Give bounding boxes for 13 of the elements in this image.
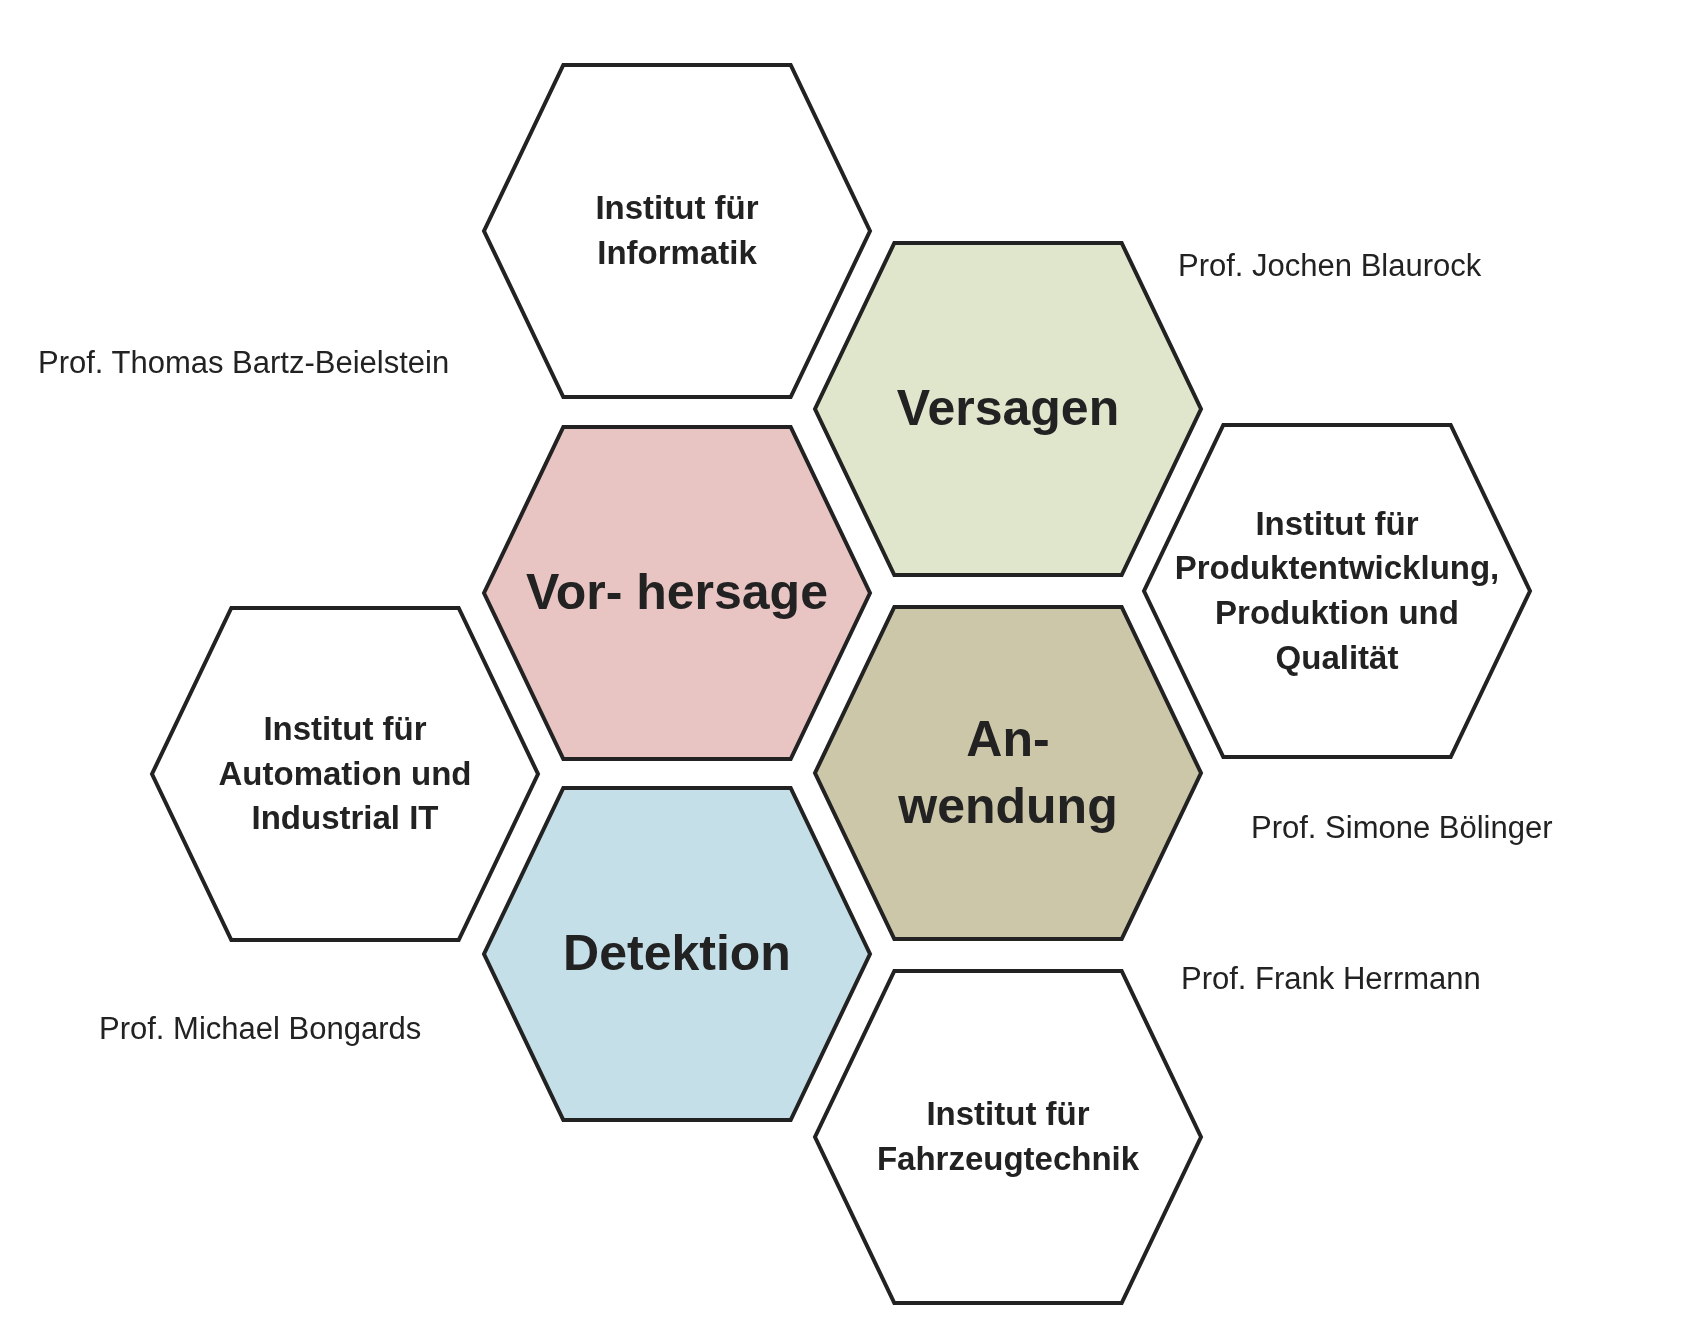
institute-label: Institut für Fahrzeugtechnik	[875, 1094, 1141, 1179]
topic-label: Vor- hersage	[526, 563, 828, 623]
institute-label: Institut für Produktentwicklung, Produktion und Qualität	[1174, 503, 1500, 678]
institute-label: Institut für Informatik	[594, 188, 760, 273]
professor-name: Prof. Thomas Bartz-Beielstein	[38, 345, 450, 381]
professor-name: Prof. Frank Herrmann	[1181, 961, 1481, 997]
institute-label: Institut für Automation und Industrial IT	[217, 709, 473, 839]
professor-name: Prof. Michael Bongards	[99, 1011, 422, 1047]
professor-name: Prof. Simone Bölinger	[1251, 810, 1553, 846]
topic-label: Versagen	[896, 379, 1120, 439]
topic-label: An- wendung	[897, 709, 1119, 836]
topic-label: Detektion	[563, 924, 791, 984]
professor-name: Prof. Jochen Blaurock	[1178, 248, 1482, 284]
